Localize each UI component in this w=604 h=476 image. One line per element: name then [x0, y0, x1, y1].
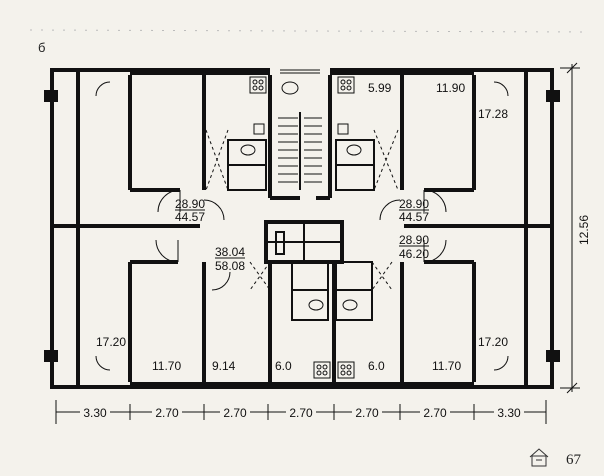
scan-noise	[29, 29, 591, 33]
area-right-center-a: 28.90	[399, 233, 429, 247]
bay-labels: 3.30 2.70 2.70 2.70 2.70 2.70 3.30	[80, 405, 524, 420]
figure-label: б	[38, 40, 45, 55]
windows	[150, 69, 450, 388]
dashed-diagonals	[205, 129, 399, 291]
bay-dimension: 2.70	[289, 406, 313, 420]
page-number: 67	[566, 452, 582, 468]
area-right-mid-a: 28.90	[399, 197, 429, 211]
area-top-right: 11.90	[436, 81, 465, 95]
area-right-lower: 17.20	[478, 335, 508, 349]
area-bottom-3: 6.0	[275, 359, 292, 373]
fixtures	[240, 76, 362, 379]
door-swings	[95, 81, 509, 371]
bay-dimension: 3.30	[497, 406, 521, 420]
area-bottom-1: 11.70	[152, 359, 181, 373]
publisher-logo-icon	[529, 448, 549, 467]
area-right-center-b: 46.20	[399, 247, 429, 261]
area-center-b: 58.08	[215, 259, 245, 273]
bay-dimension: 2.70	[355, 406, 379, 420]
exterior-walls	[44, 68, 560, 389]
area-bottom-5: 11.70	[432, 359, 461, 373]
area-center-a: 38.04	[215, 245, 245, 259]
bay-dimension: 3.30	[83, 406, 107, 420]
interior-walls	[54, 72, 550, 385]
area-bottom-4: 6.0	[368, 359, 385, 373]
vertical-dimension	[560, 62, 580, 394]
area-right-mid-b: 44.57	[399, 210, 429, 224]
area-left-lower: 17.20	[96, 335, 126, 349]
depth-dimension: 12.56	[577, 215, 591, 245]
area-left-mid-a: 28.90	[175, 197, 205, 211]
partitions	[227, 139, 375, 321]
bay-dimension: 2.70	[155, 406, 179, 420]
area-bottom-2: 9.14	[212, 359, 236, 373]
area-left-mid-b: 44.57	[175, 210, 205, 224]
area-right-upper: 17.28	[478, 107, 508, 121]
area-labels: 5.99 11.90 17.28 28.90 44.57 28.90 44.57…	[96, 81, 508, 373]
staircase	[278, 112, 322, 190]
bay-dimension: 2.70	[223, 406, 247, 420]
bay-dimension: 2.70	[423, 406, 447, 420]
area-top-mid-right: 5.99	[368, 81, 392, 95]
